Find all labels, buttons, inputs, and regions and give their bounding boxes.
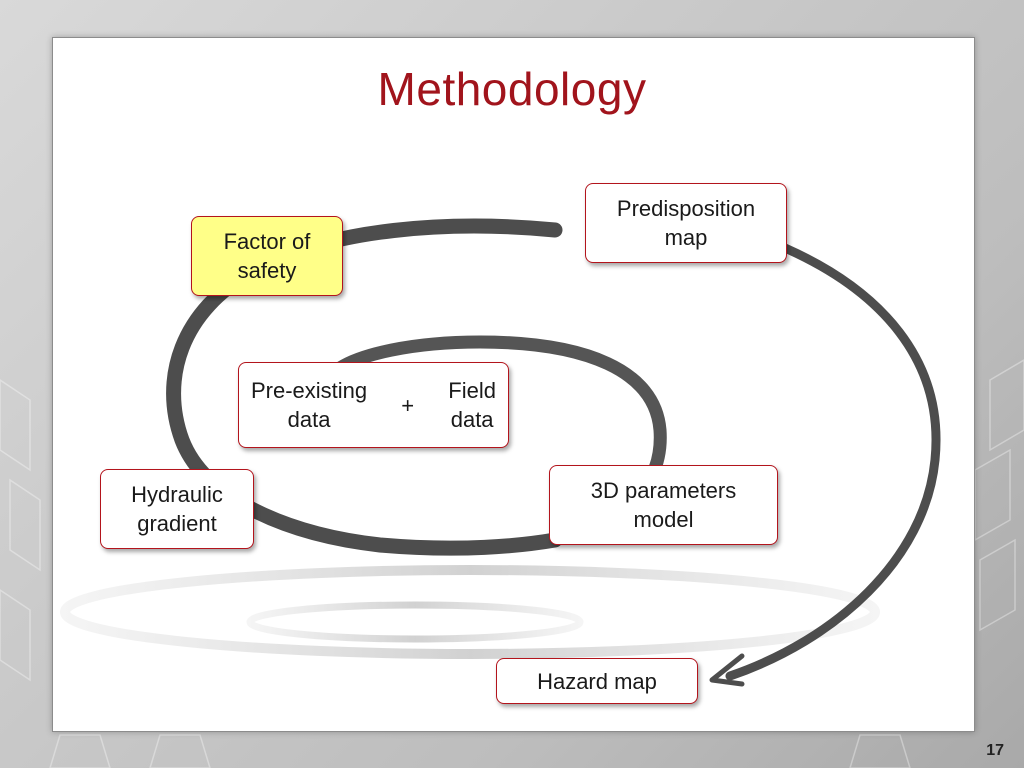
predisposition-map-box: Predisposition map xyxy=(585,183,787,263)
pre-existing-data-label: Pre-existing data xyxy=(251,378,368,432)
field-data-label: Field data xyxy=(448,378,496,432)
parameters-model-box: 3D parameters model xyxy=(549,465,778,545)
hazard-map-box: Hazard map xyxy=(496,658,698,704)
factor-of-safety-box: Factor of safety xyxy=(191,216,343,296)
hydraulic-gradient-box: Hydraulic gradient xyxy=(100,469,254,549)
page-title: Methodology xyxy=(377,63,647,115)
plus-sign: + xyxy=(401,392,415,418)
spiral-arrow-path xyxy=(725,243,941,681)
arrow-head-icon xyxy=(709,653,745,687)
slide xyxy=(52,37,975,732)
factor-of-safety-label: Factor of safety xyxy=(223,229,311,283)
parameters-model-label: 3D parameters model xyxy=(590,478,737,532)
hazard-map-label: Hazard map xyxy=(537,668,657,694)
hydraulic-gradient-label: Hydraulic gradient xyxy=(131,482,223,536)
spiral-outer-loop xyxy=(166,218,563,556)
predisposition-map-label: Predisposition map xyxy=(616,196,756,250)
input-data-box: Pre-existing data + Field data xyxy=(238,362,509,448)
spiral-reflection-inner xyxy=(246,601,584,643)
spiral-reflection-outer xyxy=(60,565,880,659)
page-number: 17 xyxy=(986,742,1004,759)
